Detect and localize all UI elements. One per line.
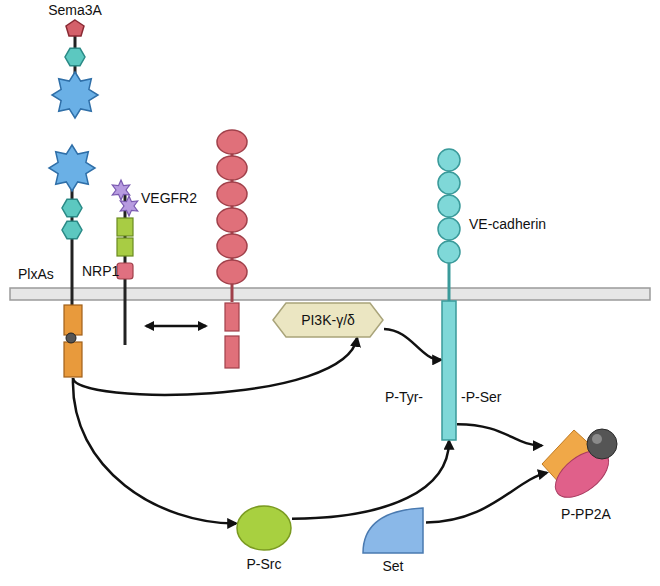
site-label-wrap: -P-Ser [461, 389, 501, 405]
plexin-outline [63, 304, 83, 378]
node-text-wrap: P-PP2A [561, 506, 611, 522]
cadherin-domain [438, 172, 460, 194]
node-text: Set [382, 558, 403, 574]
ig-domain [217, 182, 247, 206]
ig-domain [217, 156, 247, 180]
sema3a-tip [66, 20, 84, 36]
signal-arrow [384, 329, 441, 360]
site-label-wrap: P-Tyr- [385, 389, 423, 405]
protein-label: Sema3A [48, 2, 102, 18]
bar-outline [441, 301, 457, 441]
highlight [592, 434, 602, 444]
node-text: PlxAs [18, 266, 54, 282]
protein-label: VEGFR2 [141, 190, 197, 206]
set-protein: Set [360, 505, 426, 555]
cub-domain [120, 196, 137, 216]
node-text: P-Src [247, 556, 282, 572]
ig-domain [217, 208, 247, 232]
cadherin-domain [438, 149, 460, 171]
nrp1-domain [117, 218, 133, 236]
signal-arrow [73, 338, 357, 395]
plexin-cytoplasmic: PlxAs [63, 304, 83, 378]
src-kinase: P-Src [236, 505, 292, 551]
pp2a-outline [540, 420, 625, 505]
cadherin-cytoplasmic [442, 301, 456, 440]
nrp1-domain [117, 238, 133, 256]
cadherin-domain [438, 195, 460, 217]
psi-domain [65, 48, 85, 65]
site-label: P-Tyr- [385, 389, 423, 405]
nrp1-domain [117, 263, 133, 279]
set-body [363, 508, 423, 553]
cadherin-domain [438, 241, 460, 263]
protein-label-wrap: Sema3A [48, 2, 102, 18]
psi-domain [62, 221, 82, 238]
receptor-kinase [225, 303, 239, 331]
node-text: P-PP2A [561, 506, 611, 522]
set-outline [360, 505, 426, 555]
hexagon-fill [273, 303, 383, 337]
protein-label-wrap: VEGFR2 [141, 190, 197, 206]
plexin-rbd [66, 333, 76, 343]
node-text-wrap: Set [382, 558, 403, 574]
protein-label: NRP1 [82, 263, 119, 279]
signal-arrow [73, 378, 236, 523]
cadherin-domain [438, 218, 460, 240]
signal-arrow [426, 473, 547, 523]
node-text-wrap: VE-cadherin [469, 216, 546, 232]
ig-domain [217, 130, 247, 154]
pp2a-b-subunit [587, 429, 617, 459]
src-ellipse [237, 506, 291, 550]
node-text: VE-cadherin [469, 216, 546, 232]
signal-arrow [457, 424, 542, 445]
plexin-gap-domain [64, 342, 82, 377]
node-text-wrap: PI3K-γ/δ [272, 312, 384, 328]
vecadherin-tail: VE-cadherinP-Tyr--P-Ser [441, 301, 457, 441]
sema-domain [49, 145, 95, 191]
node-text-wrap: PlxAs [18, 266, 54, 282]
cub-domain [112, 180, 129, 200]
node-text: PI3K-γ/δ [301, 312, 355, 328]
ig-domain [217, 234, 247, 258]
receptor-kinase [225, 336, 239, 368]
interaction-arrow [146, 325, 206, 328]
sema-domain [52, 72, 98, 118]
site-label: -P-Ser [461, 389, 501, 405]
ig-domain [217, 260, 247, 284]
pp2a-complex: P-PP2A [540, 420, 625, 505]
protein-label-wrap: NRP1 [82, 263, 119, 279]
psi-domain [62, 199, 82, 216]
node-text-wrap: P-Src [247, 556, 282, 572]
signal-arrow [292, 441, 449, 519]
pi3k-hexagon: PI3K-γ/δ [272, 302, 384, 338]
cell-membrane [10, 288, 650, 300]
plexin-gap-domain [64, 305, 82, 335]
src-outline [236, 505, 292, 551]
